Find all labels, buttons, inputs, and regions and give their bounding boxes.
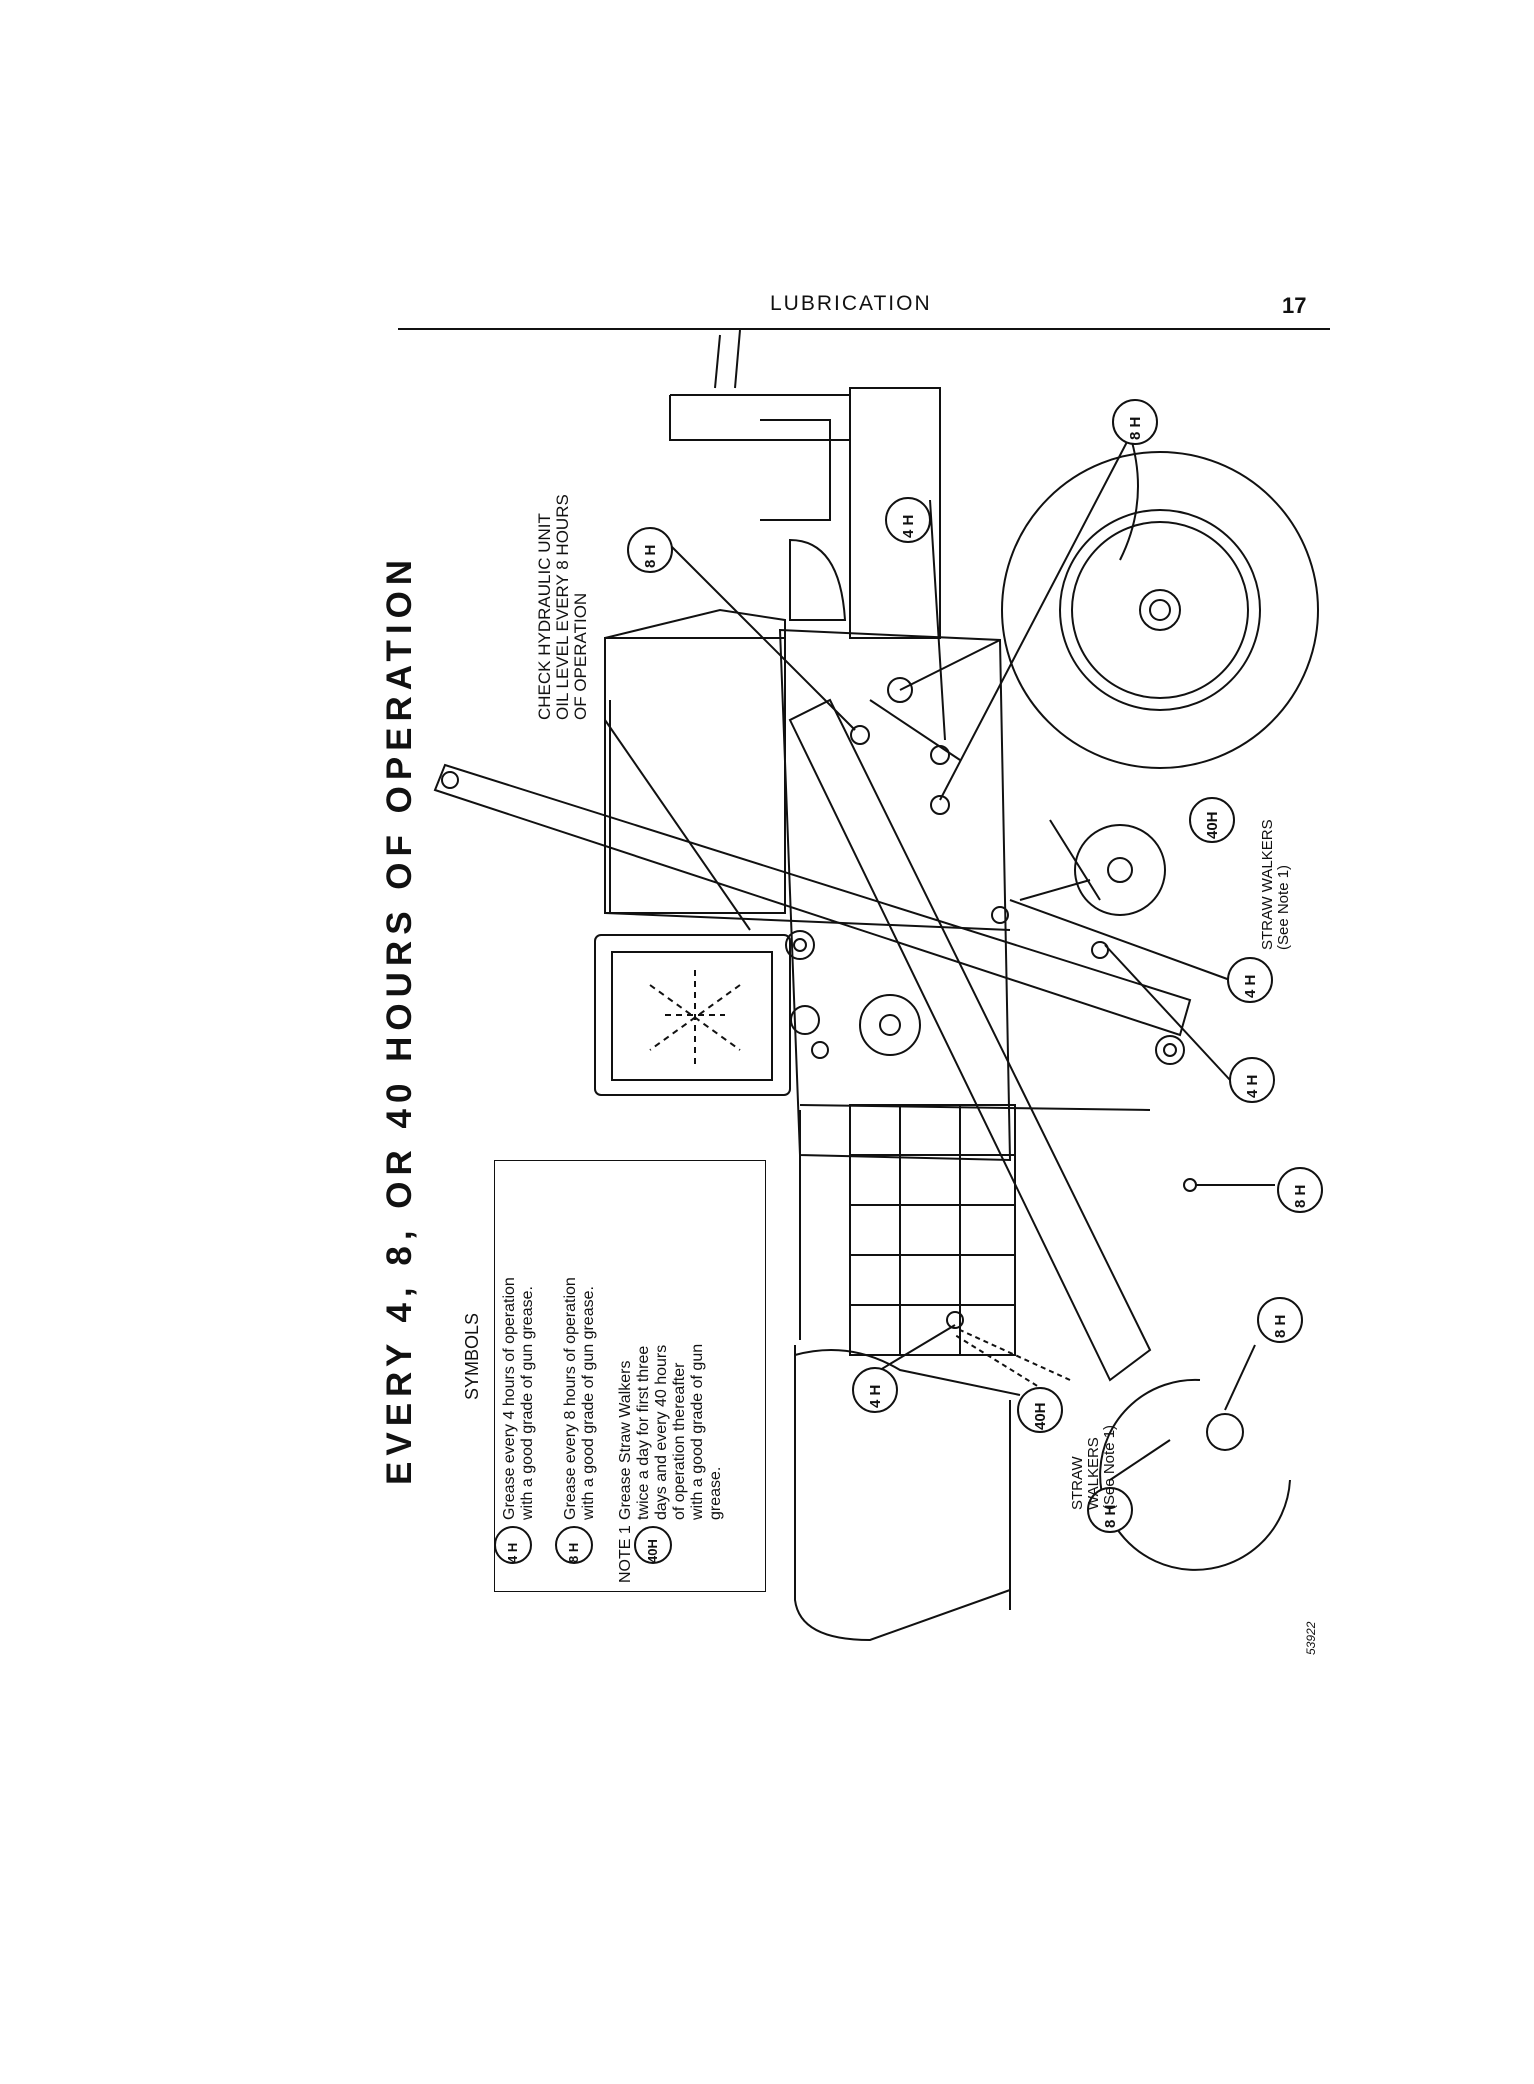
badge-circle — [1257, 1297, 1303, 1343]
grease-badge-4h: 4 H — [867, 1384, 884, 1408]
grease-badge-40h: 40H — [1204, 811, 1221, 839]
legend-text-8h: Grease every 8 hours of operation with a… — [562, 1277, 597, 1520]
side-ladder — [849, 1104, 1016, 1356]
badge-circle — [1277, 1167, 1323, 1213]
hydraulic-callout: CHECK HYDRAULIC UNIT OIL LEVEL EVERY 8 H… — [535, 494, 590, 720]
badge-circle — [1189, 797, 1235, 843]
header-rule — [398, 328, 1330, 330]
engine-grille — [594, 934, 791, 1096]
badge-circle — [1112, 399, 1158, 445]
badge-circle — [852, 1367, 898, 1413]
grease-badge-40h: 40H — [1032, 1402, 1049, 1430]
legend-note-label: NOTE 1 — [617, 1525, 634, 1583]
grease-badge-8h: 8 H — [642, 544, 659, 568]
rear-wheel — [1001, 451, 1319, 769]
legend-badge-40h: 40H — [645, 1539, 660, 1563]
straw-walkers-callout-lower: STRAW WALKERS (See Note 1) — [1069, 1424, 1118, 1510]
badge-circle — [885, 497, 931, 543]
grease-badge-8h: 8 H — [1292, 1184, 1309, 1208]
legend-text-4h: Grease every 4 hours of operation with a… — [501, 1277, 536, 1520]
feeder-house — [788, 698, 1152, 1382]
grease-badge-4h: 4 H — [1244, 1074, 1261, 1098]
badge-circle — [1229, 1057, 1275, 1103]
straw-walkers-callout: STRAW WALKERS (See Note 1) — [1259, 819, 1292, 950]
unloading-auger — [433, 763, 1192, 1037]
legend-heading: SYMBOLS — [462, 1312, 482, 1400]
legend-text-40h: Grease Straw Walkers twice a day for fir… — [617, 1343, 724, 1520]
badge-circle — [1227, 957, 1273, 1003]
grease-badge-8h: 8 H — [1127, 416, 1144, 440]
header-table — [794, 1345, 1011, 1642]
grease-badge-4h: 4 H — [900, 514, 917, 538]
section-title: LUBRICATION — [770, 292, 932, 315]
operator-station — [849, 387, 941, 639]
front-wheel — [1099, 1378, 1291, 1571]
body-frame — [778, 628, 1012, 1162]
badge-circle — [1017, 1387, 1063, 1433]
symbols-legend — [494, 1160, 766, 1592]
grease-badge-8h: 8 H — [1272, 1314, 1289, 1338]
figure-number: 53922 — [1304, 1621, 1318, 1655]
legend-badge-4h: 4 H — [505, 1542, 520, 1563]
badge-circle — [1087, 1487, 1133, 1533]
grease-badge-4h: 4 H — [1242, 974, 1259, 998]
page-number: 17 — [1282, 293, 1307, 318]
legend-badge-8h: 8 H — [566, 1542, 581, 1563]
grain-tank — [604, 637, 786, 914]
badge-circle — [627, 527, 673, 573]
